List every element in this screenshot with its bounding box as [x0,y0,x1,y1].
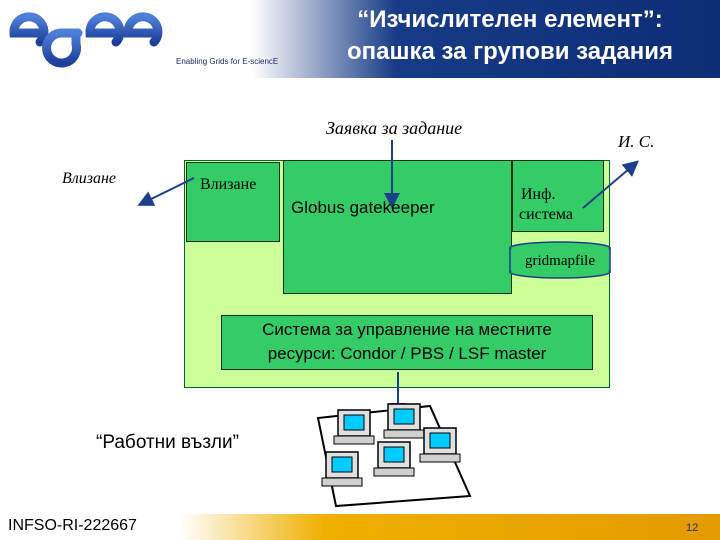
lrms-label-line-2: ресурси: Condor / PBS / LSF master [267,344,547,363]
info-system-abbr-label: И. С. [618,132,655,151]
worker-node-computer-icon [419,427,461,463]
gridmapfile-label: gridmapfile [525,253,595,269]
egee-logo-icon [9,12,163,68]
login-box-label: Влизане [200,176,257,193]
job-request-label: Заявка за задание [326,118,463,138]
logo-tagline: Enabling Grids for E-sciencE [176,57,279,66]
gatekeeper-label: Globus gatekeeper [291,198,435,217]
info-system-box [512,160,604,232]
login-box [186,162,280,242]
gridmapfile-cylinder [509,241,611,279]
worker-node-computer-icon [321,451,363,487]
worker-nodes-icon [316,403,472,508]
login-arrow [137,177,195,206]
slide-title-line-1: “Изчислителен елемент”: [357,6,663,33]
worker-nodes-label: “Работни възли” [96,432,239,453]
lrms-box [221,315,593,370]
info-system-label-line-1: Инф. [521,186,556,203]
worker-node-computer-icon [373,441,415,477]
page-number: 12 [686,522,699,534]
project-id: INFSO-RI-222667 [8,517,137,534]
info-system-arrow [582,160,640,209]
login-outside-label: Влизане [62,170,117,187]
gatekeeper-box [283,160,512,294]
worker-node-computer-icon [383,403,425,439]
worker-node-computer-icon [333,409,375,445]
slide-footer [0,514,720,540]
lrms-label-line-1: Система за управление на местните [262,320,552,339]
slide-title-line-2: опашка за групови задания [347,38,673,65]
info-system-label-line-2: система [519,206,573,223]
